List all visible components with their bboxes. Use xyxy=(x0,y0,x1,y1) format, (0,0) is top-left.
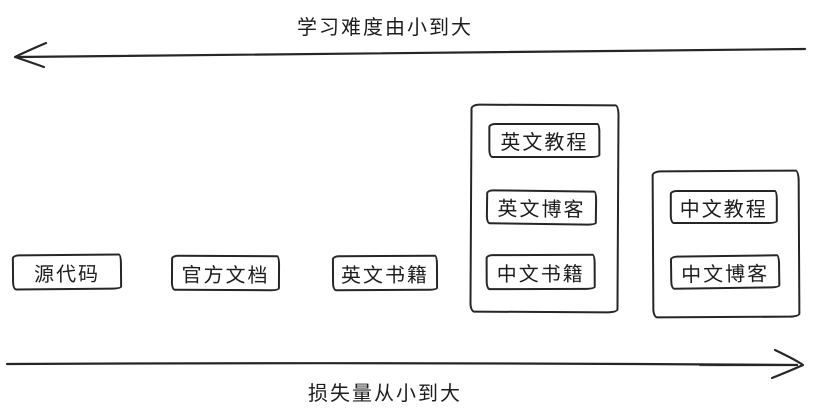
node-source-code: 源代码 xyxy=(11,253,123,291)
group-box-english-resources: 英文教程 英文博客 中文书籍 xyxy=(469,103,620,314)
node-english-books-label: 英文书籍 xyxy=(340,264,430,287)
node-official-docs-label: 官方文档 xyxy=(181,264,270,287)
node-english-tutorials: 英文教程 xyxy=(488,122,601,158)
group-box-chinese-resources: 中文教程 中文博客 xyxy=(651,169,801,319)
node-official-docs: 官方文档 xyxy=(170,254,281,292)
node-chinese-blogs: 中文博客 xyxy=(669,254,781,290)
node-chinese-blogs-label: 中文博客 xyxy=(681,262,770,287)
node-chinese-books: 中文书籍 xyxy=(485,253,596,291)
node-chinese-books-label: 中文书籍 xyxy=(496,263,585,286)
node-english-books: 英文书籍 xyxy=(331,254,439,292)
node-chinese-tutorials: 中文教程 xyxy=(669,190,778,225)
difficulty-axis-left-arrow-icon xyxy=(13,41,807,69)
top-axis-label: 学习难度由小到大 xyxy=(297,17,473,39)
node-source-code-label: 源代码 xyxy=(33,263,101,286)
bottom-axis-label: 损失量从小到大 xyxy=(308,383,462,405)
node-chinese-tutorials-label: 中文教程 xyxy=(679,198,768,221)
node-english-blogs: 英文博客 xyxy=(485,189,598,226)
node-english-tutorials-label: 英文教程 xyxy=(500,131,589,154)
node-english-blogs-label: 英文博客 xyxy=(497,198,586,222)
